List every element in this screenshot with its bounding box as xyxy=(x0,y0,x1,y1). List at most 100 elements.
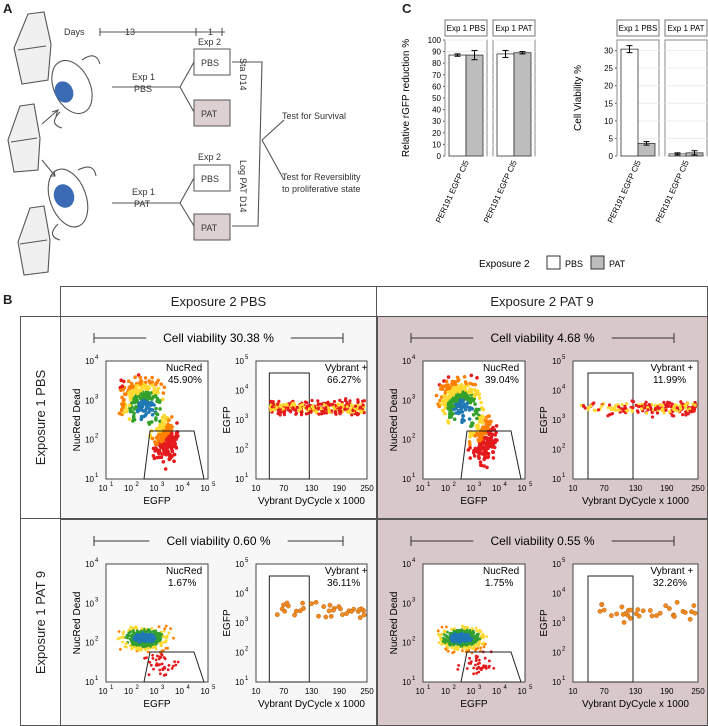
event-dot xyxy=(154,664,158,667)
event-dot xyxy=(344,611,349,617)
event-dot xyxy=(136,632,139,636)
event-dot xyxy=(437,641,441,644)
event-dot xyxy=(482,641,485,645)
event-dot xyxy=(620,612,626,617)
event-dot xyxy=(161,668,165,671)
event-dot xyxy=(132,411,136,416)
event-dot xyxy=(440,625,444,629)
event-dot xyxy=(481,442,485,446)
chart-c-ytick: 30 xyxy=(604,47,613,56)
event-dot xyxy=(466,390,471,394)
log-tick-exp: 3 xyxy=(95,394,99,400)
event-dot xyxy=(152,390,156,395)
test-reversibility-line1: Test for Reversiblity xyxy=(282,172,361,182)
log-tick-exp: 4 xyxy=(562,385,566,391)
vybrant-gate xyxy=(587,372,634,480)
event-dot xyxy=(646,408,650,412)
event-dot xyxy=(160,633,164,636)
log-tick-exp: 4 xyxy=(412,558,416,564)
event-dot xyxy=(143,634,147,637)
event-dot xyxy=(469,660,473,663)
event-dot xyxy=(471,430,476,435)
event-dot xyxy=(490,427,494,431)
event-dot xyxy=(478,460,483,464)
event-dot xyxy=(488,664,491,668)
event-dot xyxy=(158,641,162,645)
event-dot xyxy=(617,408,621,412)
event-dot xyxy=(127,634,131,638)
event-dot xyxy=(285,405,289,409)
event-dot xyxy=(327,602,333,608)
event-dot xyxy=(336,402,340,406)
log-tick-exp: 3 xyxy=(245,617,249,623)
event-dot xyxy=(482,425,487,430)
log-tick-exp: 2 xyxy=(95,434,99,440)
log-tick-base: 10 xyxy=(416,484,425,493)
event-dot xyxy=(156,438,161,442)
log-tick-exp: 1 xyxy=(427,482,431,488)
log-tick-exp: 4 xyxy=(95,355,99,361)
log-tick-base: 10 xyxy=(235,446,244,455)
event-dot xyxy=(124,392,128,397)
event-dot xyxy=(464,636,468,640)
event-dot xyxy=(451,651,454,655)
log-tick-base: 10 xyxy=(518,687,527,696)
event-dot xyxy=(164,443,169,448)
event-dot xyxy=(474,635,477,639)
event-dot xyxy=(446,419,450,423)
event-dot xyxy=(654,613,659,619)
viability-label-bg xyxy=(149,532,288,549)
event-dot xyxy=(445,634,448,637)
axis-label-egfp: EGFP xyxy=(460,699,488,710)
row-header-text: Exposure 1 PAT 9 xyxy=(33,570,48,674)
event-dot xyxy=(148,407,153,412)
event-dot xyxy=(337,606,343,612)
event-dot xyxy=(307,407,311,411)
event-dot xyxy=(128,409,133,414)
event-dot xyxy=(488,659,491,663)
event-dot xyxy=(281,407,285,411)
event-dot xyxy=(640,608,646,614)
event-dot xyxy=(176,660,180,664)
event-dot xyxy=(466,639,470,643)
event-dot xyxy=(340,403,344,407)
event-dot xyxy=(160,420,165,424)
event-dot xyxy=(479,463,483,467)
event-dot xyxy=(474,663,477,667)
event-dot xyxy=(127,386,132,390)
event-dot xyxy=(671,614,677,619)
event-dot xyxy=(151,653,154,657)
event-dot xyxy=(693,403,697,407)
event-dot xyxy=(313,599,319,605)
event-dot xyxy=(140,648,143,652)
event-dot xyxy=(126,379,131,383)
event-dot xyxy=(463,388,468,392)
chart-c-bar xyxy=(448,54,467,157)
vybrant-label: Vybrant + xyxy=(651,363,694,374)
chart-c-ytick: 15 xyxy=(604,99,613,108)
event-dot xyxy=(692,409,696,413)
event-dot xyxy=(149,663,153,667)
log-tick-exp: 5 xyxy=(245,355,249,361)
event-dot xyxy=(127,417,132,421)
vybrant-label: Vybrant + xyxy=(651,566,694,577)
log-tick-base: 10 xyxy=(85,357,94,366)
event-dot xyxy=(451,412,455,416)
panel-a-schematic: Days 13 1 Exp 1 PBS Exp 1 PAT Exp 2 Exp … xyxy=(7,11,361,276)
event-dot xyxy=(125,645,128,649)
event-dot xyxy=(469,424,473,428)
event-dot xyxy=(298,407,302,411)
log-tick-exp: 2 xyxy=(453,685,457,691)
axis-label-egfp: EGFP xyxy=(222,406,233,434)
axis-label-vybrant: Vybrant DyCycle x 1000 xyxy=(258,699,365,710)
event-dot xyxy=(482,635,486,639)
event-dot xyxy=(462,403,467,407)
event-dot xyxy=(333,411,337,415)
event-dot xyxy=(339,406,343,410)
event-dot xyxy=(309,601,315,607)
log-tick-base: 10 xyxy=(402,436,411,445)
log-tick-exp: 3 xyxy=(412,597,416,603)
event-dot xyxy=(293,408,297,412)
